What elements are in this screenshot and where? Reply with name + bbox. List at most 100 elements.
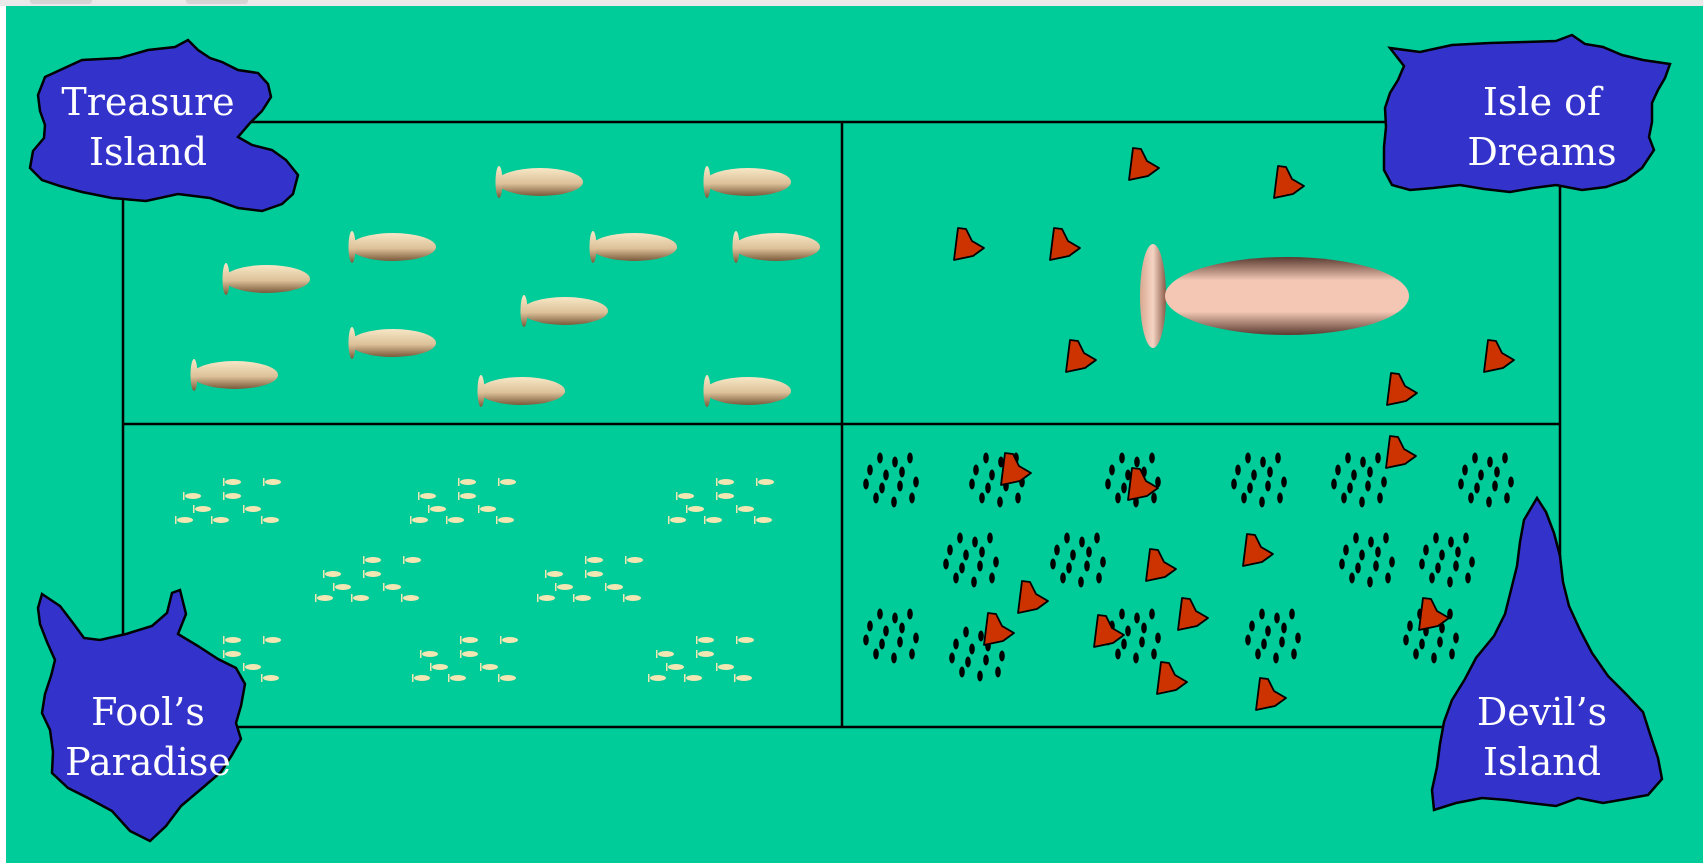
- dark-fish: [1355, 563, 1361, 574]
- dark-fish: [965, 657, 971, 668]
- small-fish-tail: [625, 556, 627, 564]
- dark-fish: [1249, 621, 1255, 632]
- dark-fish: [1260, 457, 1266, 468]
- dark-fish: [1119, 609, 1125, 620]
- dark-fish: [1349, 573, 1355, 584]
- dark-fish: [1508, 477, 1514, 488]
- dark-fish: [1291, 649, 1297, 660]
- dark-fish: [1494, 467, 1500, 478]
- dark-fish: [1151, 493, 1157, 504]
- dark-fish: [1377, 493, 1383, 504]
- small-fish-tail: [243, 505, 245, 513]
- small-fish-body: [738, 637, 754, 643]
- dark-fish: [1245, 635, 1251, 646]
- dark-fish: [985, 483, 991, 494]
- small-fish-tail: [403, 556, 405, 564]
- dark-fish: [1231, 479, 1237, 490]
- dark-fish: [1050, 559, 1056, 570]
- dark-fish: [1478, 470, 1484, 481]
- dark-fish: [1015, 493, 1021, 504]
- dark-fish: [877, 453, 883, 464]
- small-fish-body: [500, 479, 516, 485]
- small-fish-body: [498, 517, 514, 523]
- small-fish-body: [412, 517, 428, 523]
- dark-fish: [973, 465, 979, 476]
- small-fish-tail: [676, 492, 678, 500]
- small-fish-body: [422, 651, 438, 657]
- big-fish-body: [497, 168, 583, 196]
- dark-fish: [953, 573, 959, 584]
- dark-fish: [987, 533, 993, 544]
- dark-fish: [1502, 453, 1508, 464]
- small-fish-body: [420, 493, 436, 499]
- small-fish-body: [432, 664, 448, 670]
- dark-fish: [943, 559, 949, 570]
- dark-fish: [1134, 457, 1140, 468]
- dark-fish: [971, 577, 977, 588]
- dark-fish: [892, 457, 898, 468]
- dark-fish: [1064, 533, 1070, 544]
- small-fish-tail: [401, 594, 403, 602]
- small-fish-body: [480, 506, 496, 512]
- dark-fish: [1462, 465, 1468, 476]
- small-fish-body: [385, 584, 401, 590]
- big-fish-tail: [521, 295, 528, 327]
- big-fish-tail: [349, 231, 356, 263]
- big-fish-body: [591, 233, 677, 261]
- small-fish-tail: [418, 492, 420, 500]
- small-fish-body: [263, 517, 279, 523]
- dark-fish: [947, 545, 953, 556]
- big-fish-body: [224, 265, 310, 293]
- dark-fish: [989, 573, 995, 584]
- small-fish-tail: [261, 516, 263, 524]
- dark-fish: [1105, 479, 1111, 490]
- dark-fish: [1277, 493, 1283, 504]
- dark-fish: [983, 655, 989, 666]
- big-fish-body: [350, 329, 436, 357]
- small-fish-body: [650, 675, 666, 681]
- dark-fish: [1255, 649, 1261, 660]
- dark-fish: [1155, 633, 1161, 644]
- small-fish-body: [462, 637, 478, 643]
- dark-fish: [1066, 563, 1072, 574]
- dark-fish: [979, 493, 985, 504]
- dark-fish: [1274, 613, 1280, 624]
- dark-fish: [1139, 637, 1145, 648]
- small-fish-body: [587, 557, 603, 563]
- small-fish-tail: [410, 516, 412, 524]
- dark-fish: [1279, 637, 1285, 648]
- small-fish-body: [213, 517, 229, 523]
- small-fish-tail: [333, 583, 335, 591]
- big-fish-tail: [733, 231, 740, 263]
- small-fish-body: [706, 517, 722, 523]
- small-fish-body: [738, 506, 754, 512]
- small-fish-tail: [428, 505, 430, 513]
- small-fish-body: [698, 637, 714, 643]
- small-fish-tail: [420, 650, 422, 658]
- dark-fish: [863, 479, 869, 490]
- small-fish-tail: [448, 674, 450, 682]
- dark-fish: [1429, 573, 1435, 584]
- dark-fish: [1455, 547, 1461, 558]
- small-fish-tail: [696, 636, 698, 644]
- dark-fish: [999, 651, 1005, 662]
- small-fish-tail: [666, 663, 668, 671]
- small-fish-body: [225, 479, 241, 485]
- small-fish-tail: [223, 636, 225, 644]
- small-fish-tail: [263, 478, 265, 486]
- small-fish-tail: [383, 583, 385, 591]
- dark-fish: [1469, 557, 1475, 568]
- dark-fish: [1407, 621, 1413, 632]
- dark-fish: [1433, 533, 1439, 544]
- small-fish-tail: [555, 583, 557, 591]
- small-fish-tail: [323, 570, 325, 578]
- small-fish-body: [365, 557, 381, 563]
- dark-fish: [1468, 493, 1474, 504]
- dark-fish: [883, 626, 889, 637]
- dark-fish: [1115, 493, 1121, 504]
- small-fish-tail: [716, 478, 718, 486]
- small-fish-tail: [263, 636, 265, 644]
- dark-fish: [1367, 467, 1373, 478]
- small-fish-tail: [458, 492, 460, 500]
